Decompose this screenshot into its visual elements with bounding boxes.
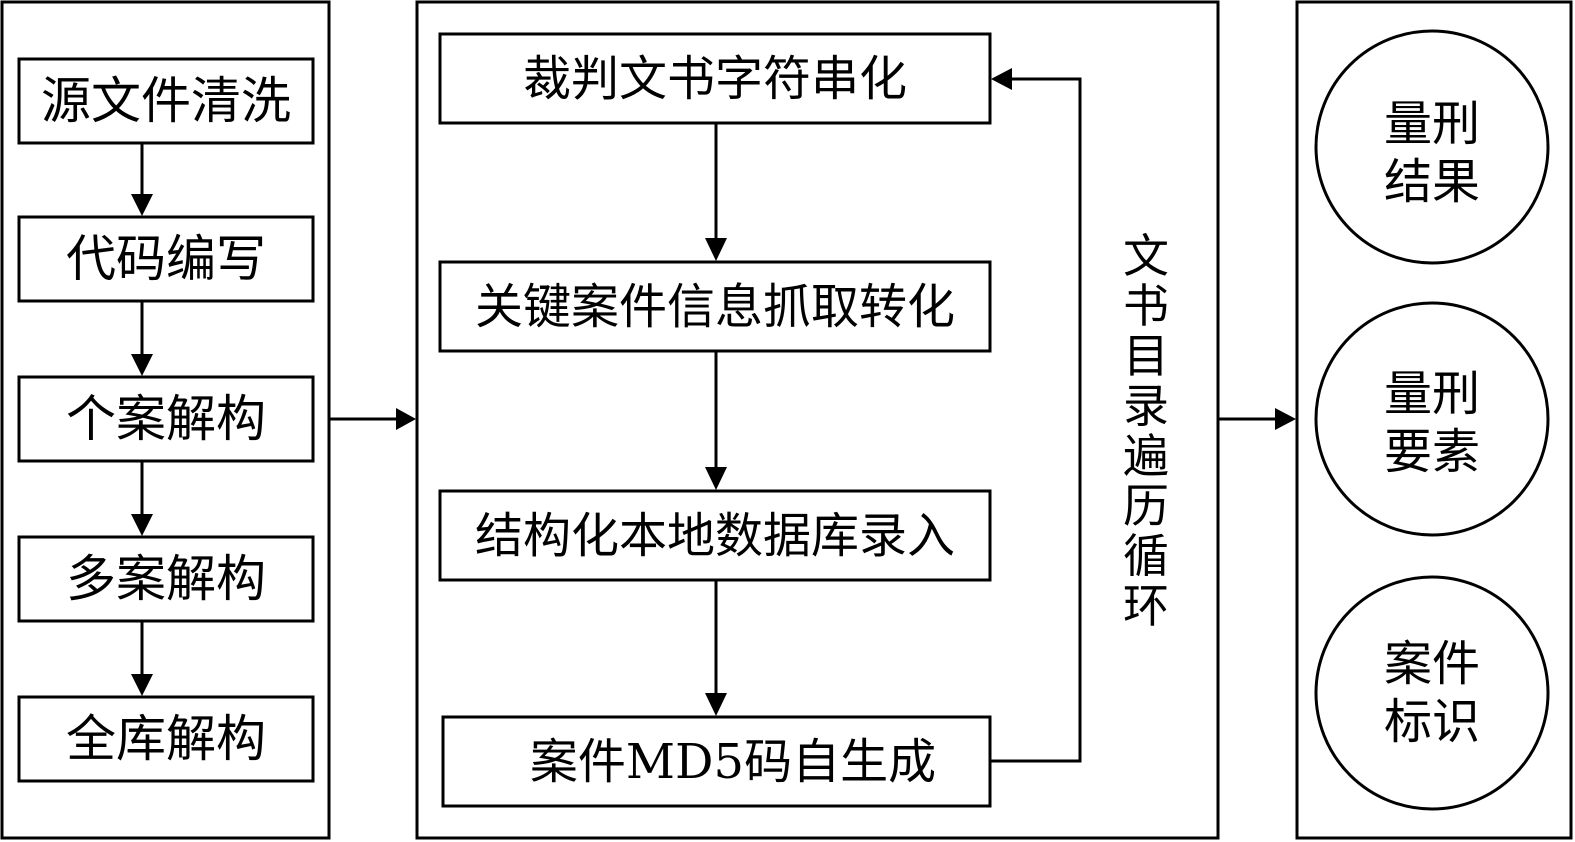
loop-label: 文 书 目 录 遍 历 循 环 [1123, 229, 1169, 633]
step-label-extract: 关键案件信息抓取转化 [475, 279, 955, 335]
middle-arrow-2 [705, 351, 727, 490]
loop-label-char: 书 [1123, 279, 1169, 333]
middle-panel [415, 0, 1220, 840]
output-label-line2: 要素 [1384, 424, 1480, 480]
loop-label-char: 遍 [1123, 429, 1169, 483]
left-arrow-1 [131, 143, 153, 216]
step-box-extract [438, 260, 992, 353]
arrow-middle-to-right [1218, 408, 1296, 430]
loop-label-char: 循 [1123, 529, 1169, 583]
loop-label-char: 目 [1123, 329, 1169, 383]
step-box-single-case [17, 375, 315, 463]
step-label-coding: 代码编写 [66, 230, 266, 288]
output-label-line1: 量刑 [1384, 96, 1480, 152]
step-box-md5 [441, 715, 992, 808]
output-circle-sentencing-result [1314, 29, 1550, 265]
step-label-source-cleaning: 源文件清洗 [41, 72, 291, 130]
step-label-multi-case: 多案解构 [66, 550, 266, 608]
loop-label-char: 历 [1123, 479, 1169, 533]
arrow-left-to-middle [329, 408, 416, 430]
loop-back-arrow [990, 68, 1082, 763]
step-label-full-library: 全库解构 [66, 710, 266, 768]
output-circle-sentencing-factors [1314, 301, 1550, 537]
left-arrow-3 [131, 461, 153, 536]
step-box-full-library [17, 695, 315, 783]
step-label-database: 结构化本地数据库录入 [475, 508, 955, 564]
output-label-line1: 案件 [1384, 636, 1480, 692]
step-box-multi-case [17, 535, 315, 623]
loop-label-char: 文 [1123, 229, 1169, 283]
output-label-line1: 量刑 [1384, 366, 1480, 422]
step-label-single-case: 个案解构 [66, 390, 266, 448]
loop-label-char: 环 [1123, 579, 1169, 633]
step-label-md5: 案件MD5码自生成 [530, 734, 936, 790]
output-label-line2: 结果 [1384, 154, 1480, 210]
output-circle-case-identifier [1314, 575, 1550, 811]
output-label-line2: 标识 [1384, 694, 1480, 750]
step-box-stringify [438, 32, 992, 125]
step-box-source-cleaning [17, 57, 315, 145]
left-arrow-2 [131, 301, 153, 376]
step-box-coding [17, 215, 315, 303]
step-label-stringify: 裁判文书字符串化 [523, 51, 907, 107]
middle-arrow-1 [705, 123, 727, 261]
left-arrow-4 [131, 621, 153, 696]
middle-arrow-3 [705, 580, 727, 716]
loop-label-char: 录 [1123, 379, 1169, 433]
